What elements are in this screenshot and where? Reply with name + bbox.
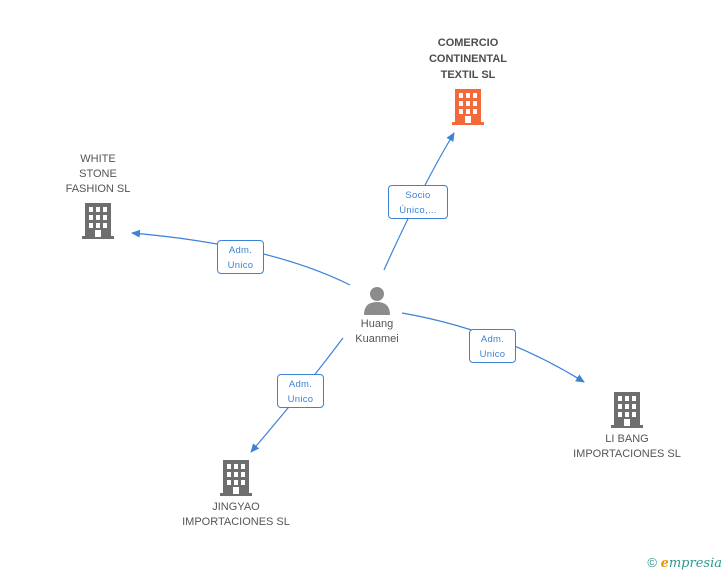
building-icon — [220, 460, 252, 496]
node-jingyao-importaciones[interactable]: JINGYAO IMPORTACIONES SL — [176, 460, 296, 530]
company-name-label: COMERCIO CONTINENTAL TEXTIL SL — [428, 37, 507, 81]
building-icon-highlight — [452, 89, 484, 125]
edge-label-socio-unico[interactable]: Socio Único,... — [388, 185, 448, 219]
company-name-label: WHITE STONE FASHION SL — [65, 153, 131, 195]
brand-logo-e: e — [660, 556, 669, 571]
brand-logo-text: mpresia — [668, 556, 722, 571]
person-icon — [364, 287, 390, 315]
company-name-label: LI BANG IMPORTACIONES SL — [573, 433, 681, 460]
company-name-label: JINGYAO IMPORTACIONES SL — [182, 501, 290, 528]
node-white-stone-fashion[interactable]: WHITE STONE FASHION SL — [50, 152, 146, 239]
node-comercio-continental[interactable]: COMERCIO CONTINENTAL TEXTIL SL — [410, 35, 526, 125]
copyright-icon: © — [647, 555, 657, 570]
edge-label-adm-unico-li-bang[interactable]: Adm. Unico — [469, 329, 516, 363]
person-name-label: Huang Kuanmei — [355, 318, 399, 345]
building-icon — [611, 392, 643, 428]
node-person-huang-kuanmei[interactable]: Huang Kuanmei — [337, 285, 417, 347]
building-icon — [82, 203, 114, 239]
node-li-bang-importaciones[interactable]: LI BANG IMPORTACIONES SL — [567, 392, 687, 462]
brand-footer: © empresia — [647, 555, 722, 571]
edge-label-adm-unico-jingyao[interactable]: Adm. Unico — [277, 374, 324, 408]
edge-label-adm-unico-white-stone[interactable]: Adm. Unico — [217, 240, 264, 274]
